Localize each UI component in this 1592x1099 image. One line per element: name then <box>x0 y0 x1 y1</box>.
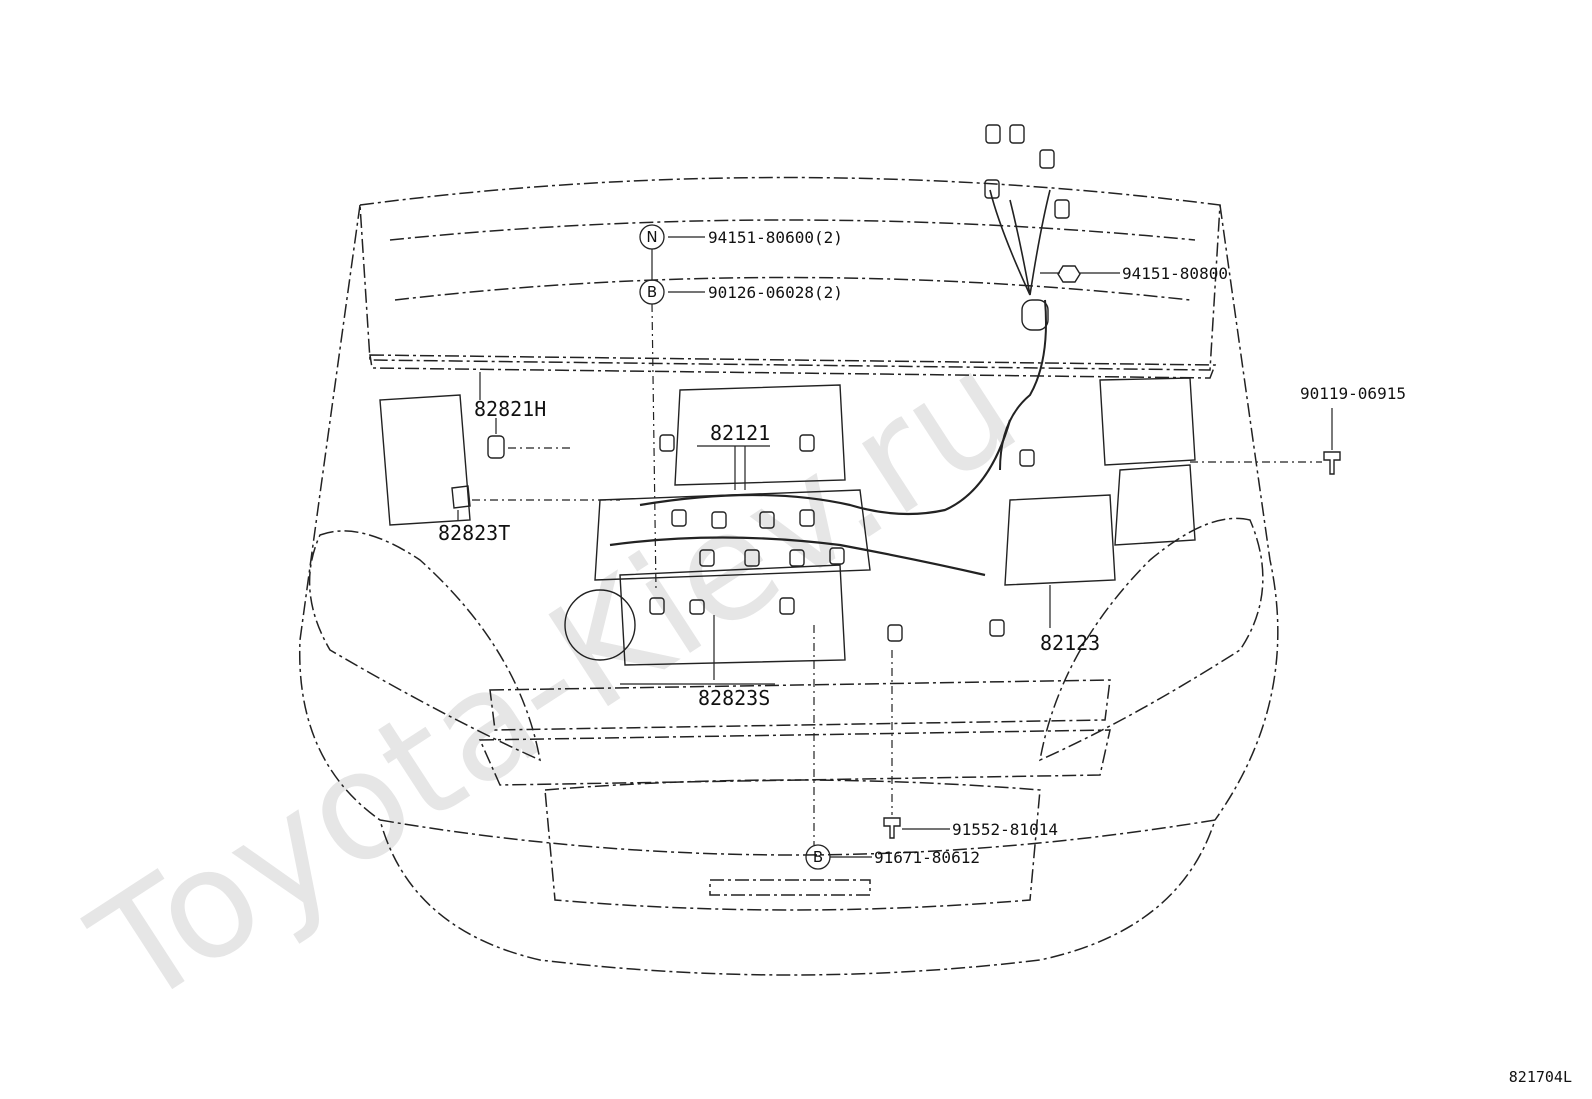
leader-b-down <box>651 303 657 591</box>
connector <box>985 124 1001 144</box>
label-82821H: 82821H <box>474 397 546 421</box>
lower-cross-member <box>489 679 1111 731</box>
connector <box>887 624 903 642</box>
connector <box>671 509 687 527</box>
relay-box <box>1114 464 1196 546</box>
figure-code: 821704L <box>1509 1068 1572 1086</box>
connector <box>699 549 715 567</box>
engine-cover <box>674 384 846 486</box>
left-headlight <box>308 530 541 762</box>
connector <box>789 549 805 567</box>
strut-right <box>1099 377 1196 466</box>
connector <box>1039 149 1055 169</box>
circled-symbols <box>639 224 831 870</box>
circle-b-top <box>639 279 665 305</box>
grille <box>544 779 1041 911</box>
label-90126-06028: 90126-06028(2) <box>708 283 843 302</box>
hood-inner-2 <box>394 276 1191 301</box>
radiator-support <box>478 729 1111 786</box>
label-91671-80612: 91671-80612 <box>874 848 980 867</box>
connector <box>829 547 845 565</box>
symbol-b-top: B <box>647 283 657 301</box>
label-82121: 82121 <box>710 421 770 445</box>
engine-harness <box>609 536 986 577</box>
connector <box>799 509 815 527</box>
strut-left <box>379 394 471 526</box>
label-82823S: 82823S <box>698 686 770 710</box>
left-fender <box>298 204 381 821</box>
connector <box>779 597 795 615</box>
label-90119-06915: 90119-06915 <box>1300 384 1406 403</box>
symbol-b-bottom: B <box>813 848 823 866</box>
connector <box>1054 199 1070 219</box>
firewall-harness-top <box>989 189 1051 296</box>
relay-82821H-icon <box>487 435 505 459</box>
engine <box>379 124 1341 839</box>
bolt-91552-81014-icon <box>883 817 901 839</box>
leader-lines <box>457 236 1333 858</box>
connector <box>759 511 775 529</box>
connector <box>1019 449 1035 467</box>
intake-manifold <box>594 489 871 581</box>
symbol-n: N <box>646 228 657 246</box>
plate-slot <box>709 879 871 896</box>
clip-82823T-icon <box>451 485 471 509</box>
grommet <box>1021 299 1049 331</box>
front-bumper <box>378 819 1217 976</box>
cylinder-head <box>619 564 846 666</box>
right-fender <box>1214 204 1279 821</box>
main-harness <box>639 419 1012 516</box>
connector <box>984 179 1000 199</box>
connector <box>649 597 665 615</box>
connector <box>659 434 675 452</box>
label-94151-80800: 94151-80800 <box>1122 264 1228 283</box>
circle-n <box>639 224 665 250</box>
connector <box>1009 124 1025 144</box>
connector <box>744 549 760 567</box>
circle-b-bottom <box>805 844 831 870</box>
right-headlight <box>1039 517 1264 762</box>
watermark-text: Toyota-Kiev.ru <box>64 318 1046 1040</box>
label-82823T: 82823T <box>438 521 510 545</box>
car-body <box>298 176 1279 976</box>
connector <box>689 599 705 615</box>
connector <box>989 619 1005 637</box>
connector <box>711 511 727 529</box>
label-91552-81014: 91552-81014 <box>952 820 1058 839</box>
label-82123: 82123 <box>1040 631 1100 655</box>
battery <box>1004 494 1116 586</box>
bolt-90119-06915-icon <box>1323 451 1341 475</box>
nut-icon <box>1057 265 1081 283</box>
air-cleaner <box>564 589 636 661</box>
hood-outline <box>359 176 1221 371</box>
watermark: Toyota-Kiev.ru <box>64 318 1046 1040</box>
harness-to-firewall <box>999 299 1047 471</box>
connector <box>799 434 815 452</box>
upper-cross-member <box>369 354 1217 379</box>
label-94151-80600: 94151-80600(2) <box>708 228 843 247</box>
hood-inner <box>389 219 1196 241</box>
